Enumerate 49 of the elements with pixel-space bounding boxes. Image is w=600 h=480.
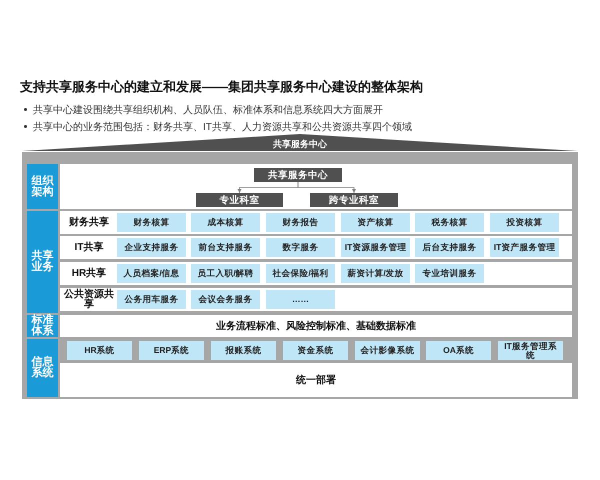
service-box: …… <box>266 290 335 309</box>
service-box: IT资源服务管理 <box>341 238 410 257</box>
row-panel: 业务流程标准、风险控制标准、基础数据标准 <box>60 315 572 337</box>
service-box: 税务核算 <box>415 213 484 232</box>
section-tab: 组织架构 <box>27 164 58 209</box>
row-heading: 公共资源共享 <box>63 290 115 309</box>
connector-arrow <box>298 182 356 194</box>
service-box: 财务报告 <box>266 213 335 232</box>
section-tab: 共享业务 <box>27 211 58 313</box>
service-box: 资金系统 <box>283 341 348 360</box>
title: 支持共享服务中心的建立和发展——集团共享服务中心建设的整体架构 <box>20 78 423 96</box>
service-box: 薪资计算/发放 <box>341 264 410 283</box>
row-panel: 统一部署 <box>60 363 572 397</box>
service-box: 会计影像系统 <box>355 341 420 360</box>
service-box: 社会保险/福利 <box>266 264 335 283</box>
service-box: 后台支持服务 <box>415 238 484 257</box>
service-box: 前台支持服务 <box>191 238 260 257</box>
row-panel <box>60 262 572 285</box>
service-box: 专业培训服务 <box>415 264 484 283</box>
org-box: 共享服务中心 <box>254 168 342 182</box>
service-box: 会议会务服务 <box>191 290 260 309</box>
bullet-item: 共享中心建设围绕共享组织机构、人员队伍、标准体系和信息系统四大方面展开 <box>33 104 383 117</box>
service-box: 公务用车服务 <box>117 290 186 309</box>
row-panel <box>60 236 572 259</box>
org-box: 跨专业科室 <box>310 193 398 207</box>
row-heading: HR共享 <box>70 266 108 280</box>
service-box: 成本核算 <box>191 213 260 232</box>
service-box: 员工入职/解聘 <box>191 264 260 283</box>
service-box: 财务核算 <box>117 213 186 232</box>
service-box: ERP系统 <box>139 341 204 360</box>
service-box: 报账系统 <box>211 341 276 360</box>
row-heading: 财务共享 <box>68 215 110 230</box>
row-heading: IT共享 <box>74 240 104 254</box>
service-box: 人员档案/信息 <box>117 264 186 283</box>
service-box: IT资产服务管理 <box>490 238 559 257</box>
service-box: IT服务管理系统 <box>498 341 563 360</box>
banner-label: 共享服务中心 <box>273 138 327 151</box>
bullet-item: 共享中心的业务范围包括：财务共享、IT共享、人力资源共享和公共资源共享四个领域 <box>33 120 412 134</box>
section-tab: 标准体系 <box>27 315 58 337</box>
service-box: OA系统 <box>426 341 491 360</box>
service-box: 企业支持服务 <box>117 238 186 257</box>
row-panel <box>60 288 572 311</box>
service-box: HR系统 <box>67 341 132 360</box>
row-panel <box>60 211 572 234</box>
org-box: 专业科室 <box>196 193 283 207</box>
service-box: 投资核算 <box>490 213 559 232</box>
section-tab: 信息系统 <box>27 339 58 397</box>
service-box: 数字服务 <box>266 238 335 257</box>
service-box: 资产核算 <box>341 213 410 232</box>
